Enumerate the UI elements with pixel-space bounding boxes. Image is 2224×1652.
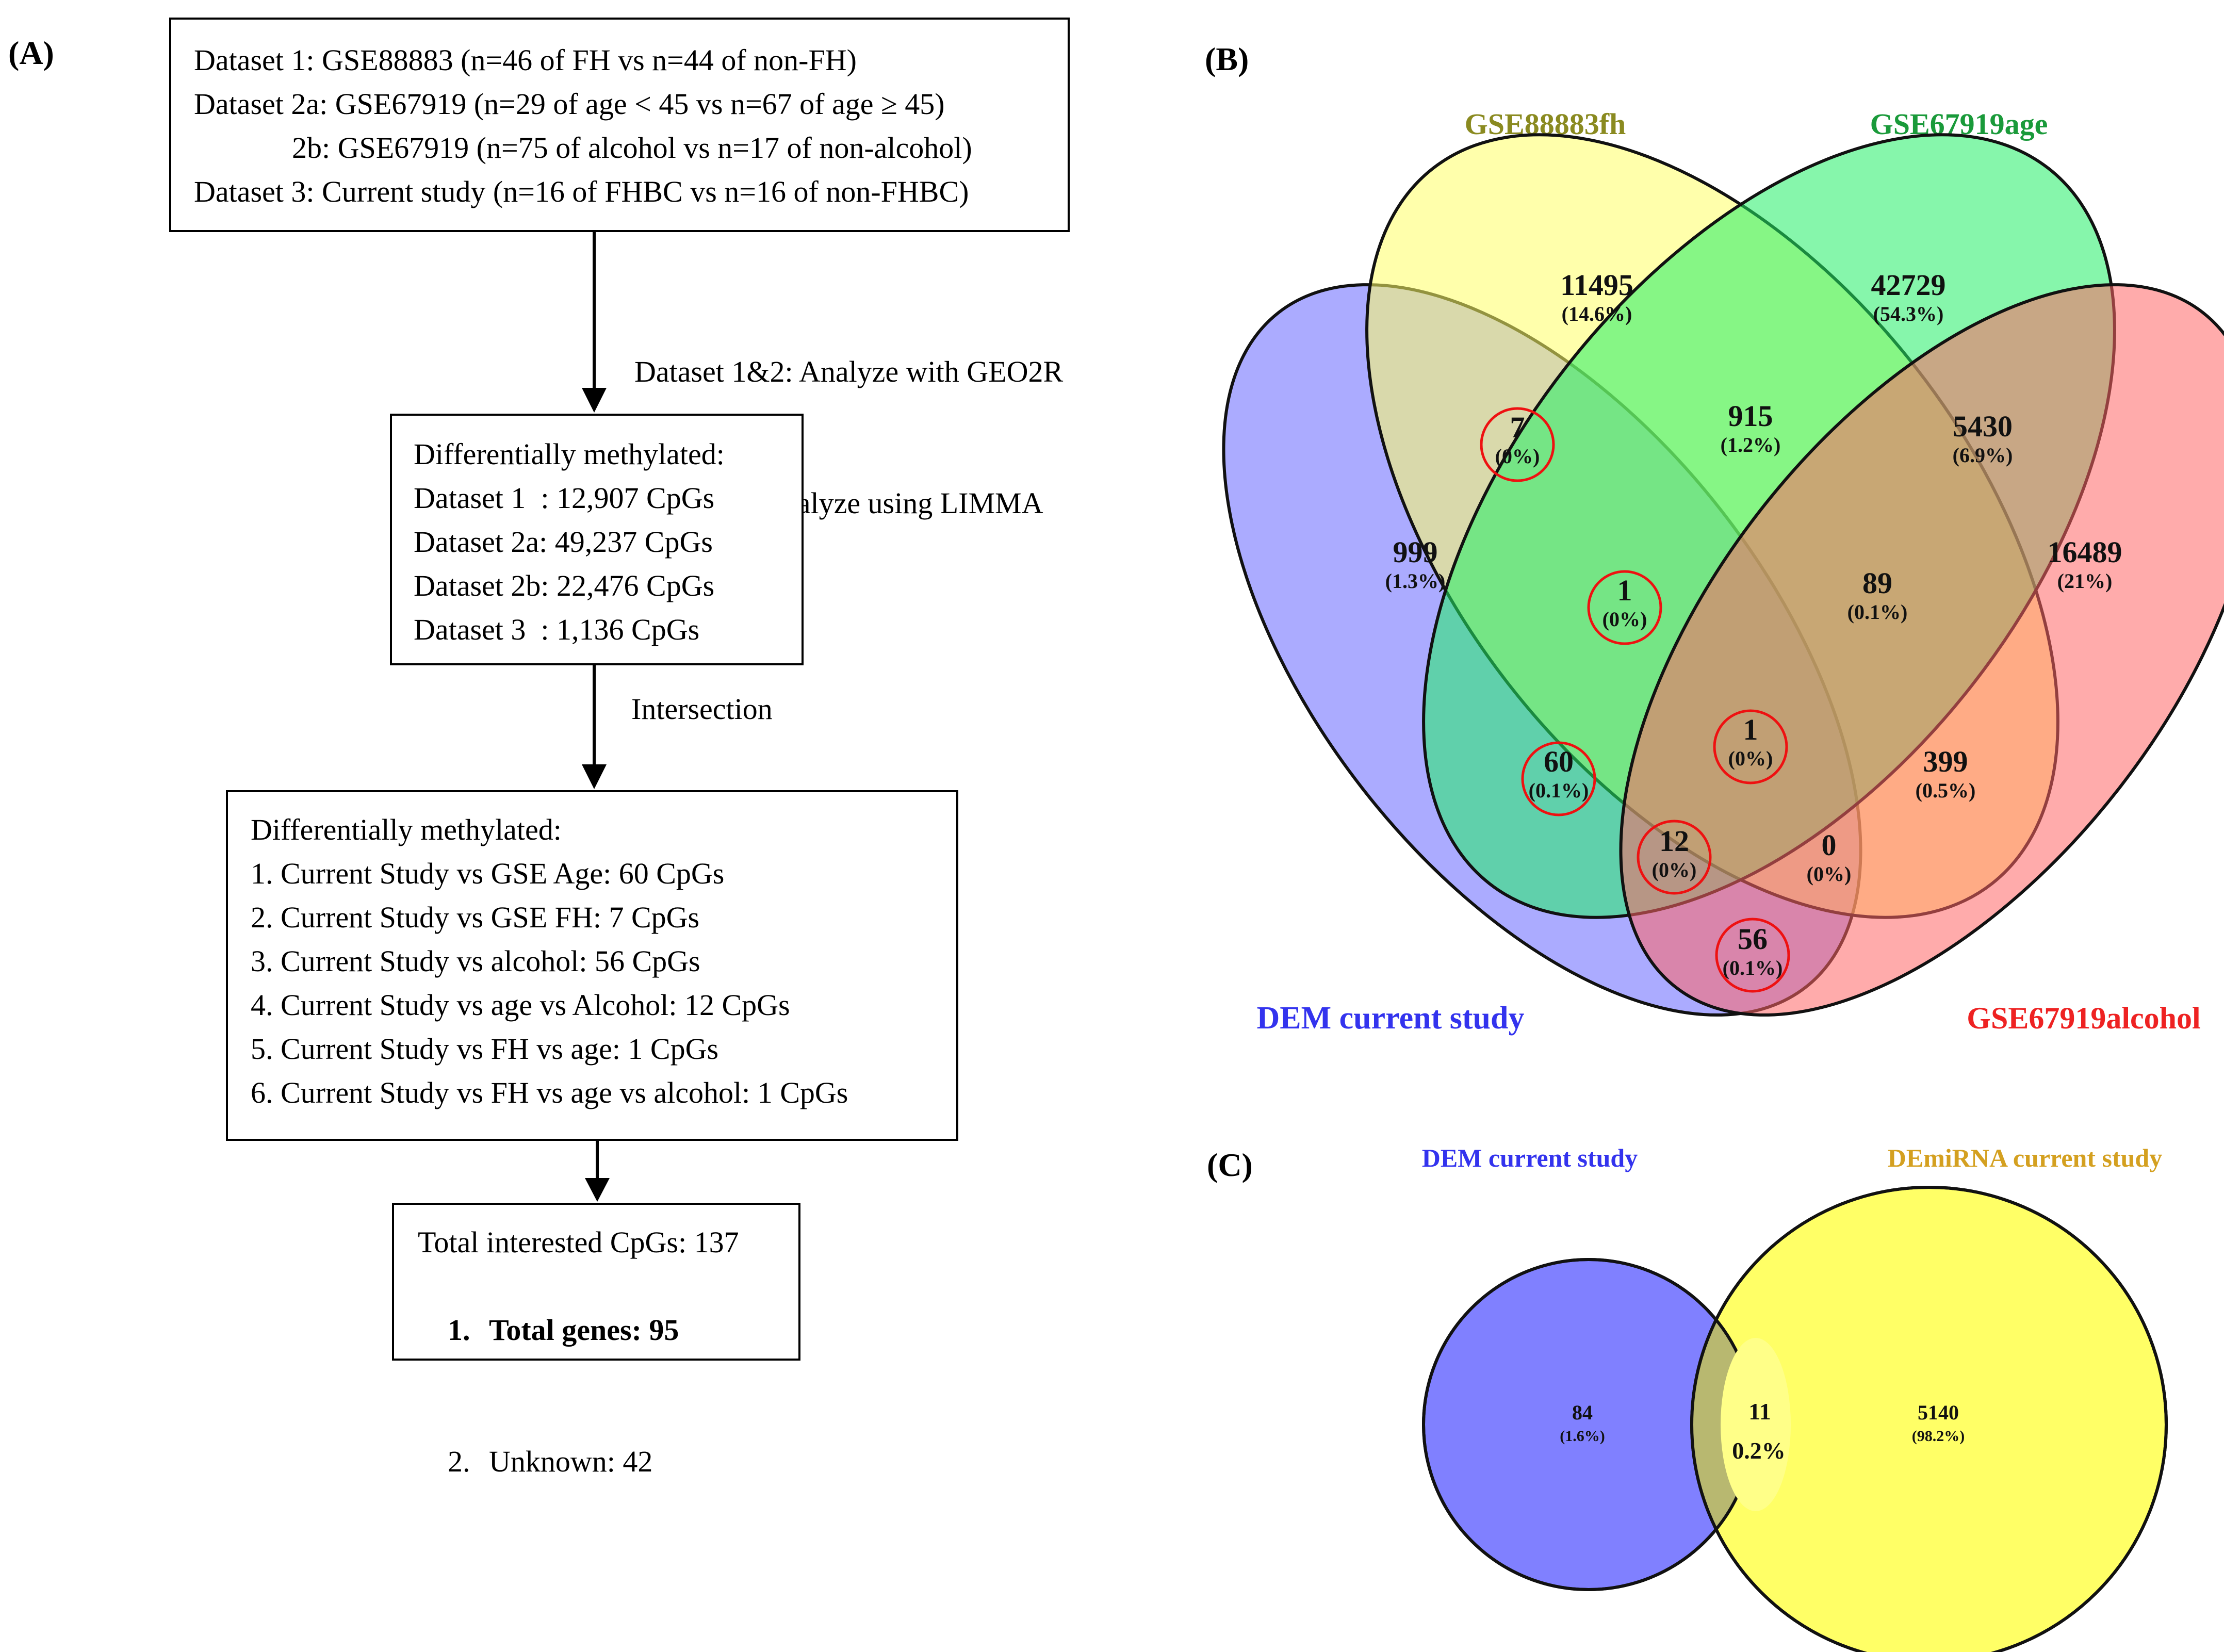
c-left-count: 84 (1572, 1401, 1593, 1424)
highlight-dem-fh-age (1587, 570, 1662, 645)
region-alc-only-pct: (21%) (2057, 569, 2113, 593)
region-all-four-count: 1 (1743, 713, 1758, 746)
unknown-num: 2. (448, 1445, 470, 1478)
venn4-region-labels: 11495 (14.6%) 42729 (54.3%) 999 (1.3%) 1… (1385, 268, 2122, 979)
region-dem-fh-age-pct: (0%) (1602, 608, 1647, 631)
region-fh-age-pct: (1.2%) (1721, 433, 1781, 456)
region-dem-fh-pct: (0%) (1495, 445, 1540, 468)
ellipse-alcohol (1619, 283, 2224, 1017)
region-dem-fh-age-count: 1 (1617, 574, 1632, 607)
region-alc-only-count: 16489 (2048, 535, 2122, 569)
highlight-circles (1480, 407, 1790, 993)
intersection-item-6: 6. Current Study vs FH vs age vs alcohol… (251, 1076, 848, 1109)
region-age-only-pct: (54.3%) (1873, 302, 1944, 325)
region-dem-fh-alc-count: 0 (1822, 828, 1837, 862)
region-dem-fh-count: 7 (1510, 411, 1525, 444)
set-label-alcohol: GSE67919alcohol (1967, 1001, 2200, 1035)
region-fh-age-alc-count: 89 (1862, 566, 1892, 600)
dataset-2a-line: Dataset 2a: GSE67919 (n=29 of age < 45 v… (194, 87, 945, 121)
region-dem-fh-alc-pct: (0%) (1807, 862, 1852, 886)
dm-dataset-3: Dataset 3 : 1,136 CpGs (414, 613, 700, 646)
region-dem-only-count: 999 (1393, 535, 1438, 569)
panel-b-label: (B) (1205, 41, 1249, 77)
region-fh-only-count: 11495 (1560, 268, 1633, 302)
overlap-highlight (1721, 1338, 1791, 1511)
total-genes-line: 1. Total genes: 95 (418, 1264, 798, 1396)
panel-a-label: (A) (8, 35, 54, 71)
dm-dataset-1: Dataset 1 : 12,907 CpGs (414, 481, 715, 515)
venn2 (1422, 1186, 2168, 1652)
intersection-item-3: 3. Current Study vs alcohol: 56 CpGs (251, 944, 700, 978)
dm-dataset-2b: Dataset 2b: 22,476 CpGs (414, 569, 715, 602)
region-age-only-count: 42729 (1871, 268, 1946, 302)
set-label-dem: DEM current study (1257, 1001, 1525, 1036)
highlight-all-four (1713, 709, 1788, 784)
intersection-item-4: 4. Current Study vs age vs Alcohol: 12 C… (251, 988, 790, 1022)
c-right-count: 5140 (1918, 1401, 1959, 1424)
region-age-alc-count: 5430 (1953, 410, 2013, 443)
region-fh-only-pct: (14.6%) (1562, 302, 1632, 325)
total-genes-num: 1. (448, 1313, 470, 1347)
dataset-2b-line: 2b: GSE67919 (n=75 of alcohol vs n=17 of… (292, 131, 972, 165)
c-right-pct: (98.2%) (1912, 1428, 1965, 1445)
region-dem-age-alc-pct: (0%) (1652, 858, 1697, 881)
analysis-line-1: Dataset 1&2: Analyze with GEO2R (634, 355, 1064, 388)
region-fh-alc-count: 399 (1923, 745, 1968, 778)
region-fh-age-count: 915 (1728, 399, 1773, 433)
region-fh-alc-pct: (0.5%) (1916, 779, 1976, 802)
unknown-line: 2. Unknown: 42 (418, 1396, 798, 1527)
intersection-item-1: 1. Current Study vs GSE Age: 60 CpGs (251, 857, 725, 890)
highlight-dem-fh (1480, 407, 1555, 482)
region-dem-only-pct: (1.3%) (1385, 569, 1446, 593)
region-all-four-pct: (0%) (1728, 747, 1773, 770)
datasets-box: Dataset 1: GSE88883 (n=46 of FH vs n=44 … (169, 18, 1070, 232)
region-fh-age-alc-pct: (0.1%) (1847, 600, 1908, 624)
region-dem-age-alc-count: 12 (1659, 824, 1689, 858)
region-dem-age-count: 60 (1544, 745, 1574, 778)
total-interested-cpgs: Total interested CpGs: 137 (418, 1225, 739, 1259)
intersection-results-box: Differentially methylated: 1. Current St… (226, 790, 958, 1141)
set-label-dem-c: DEM current study (1422, 1143, 1638, 1172)
highlight-dem-alc (1715, 918, 1790, 993)
highlight-dem-age-alc (1637, 820, 1712, 895)
panel-c-label: (C) (1207, 1147, 1253, 1183)
intersection-item-5: 5. Current Study vs FH vs age: 1 CpGs (251, 1032, 719, 1066)
total-genes-text: Total genes: 95 (489, 1313, 679, 1347)
dm-header: Differentially methylated: (414, 437, 725, 471)
c-overlap-pct: 0.2% (1732, 1437, 1786, 1464)
dataset-1-line: Dataset 1: GSE88883 (n=46 of FH vs n=44 … (194, 43, 857, 77)
c-overlap-count: 11 (1748, 1398, 1771, 1425)
c-left-pct: (1.6%) (1560, 1428, 1605, 1445)
intersection-item-2: 2. Current Study vs GSE FH: 7 CpGs (251, 901, 700, 934)
intersection-header: Differentially methylated: (251, 813, 562, 846)
total-cpgs-box: Total interested CpGs: 137 1. Total genes… (392, 1203, 800, 1478)
highlight-dem-age (1521, 741, 1596, 816)
region-dem-age-pct: (0.1%) (1529, 779, 1589, 802)
region-dem-alc-count: 56 (1738, 922, 1768, 956)
differentially-methylated-box: Differentially methylated: Dataset 1 : 1… (390, 414, 804, 665)
unknown-text: Unknown: 42 (489, 1445, 653, 1478)
dataset-3-line: Dataset 3: Current study (n=16 of FHBC v… (194, 175, 969, 208)
venn2-labels: 84 (1.6%) 11 0.2% 5140 (98.2%) (1560, 1398, 1965, 1464)
region-dem-alc-pct: (0.1%) (1723, 956, 1783, 979)
intersection-label: Intersection (631, 692, 773, 726)
set-label-demirna: DEmiRNA current study (1888, 1143, 2162, 1172)
dm-dataset-2a: Dataset 2a: 49,237 CpGs (414, 525, 713, 559)
region-age-alc-pct: (6.9%) (1953, 444, 2013, 467)
circle-demirna-outline (1690, 1186, 2168, 1652)
